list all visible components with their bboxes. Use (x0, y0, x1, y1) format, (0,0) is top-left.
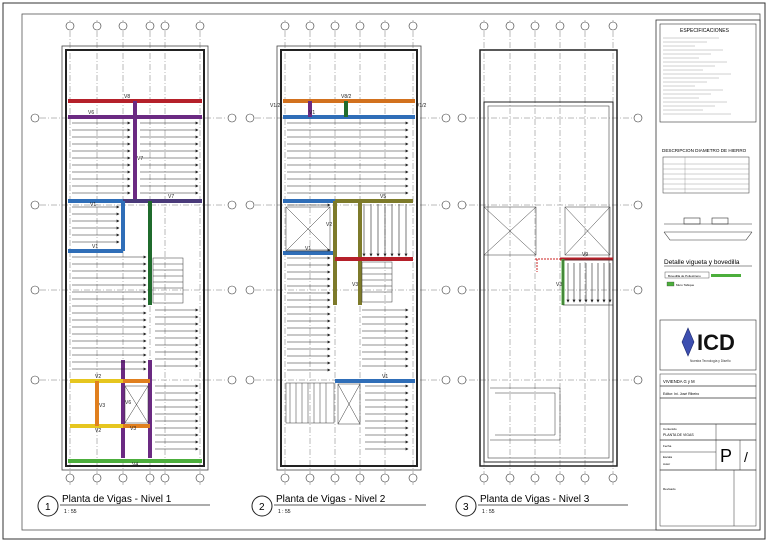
check-label: Revisado (663, 487, 676, 491)
beam-label: V6 (125, 400, 131, 406)
detail-title: Detalle vigueta y bovedilla (664, 259, 740, 266)
legend-swatch-green (711, 274, 741, 277)
beam-label: V7 (168, 194, 174, 200)
logo-tagline: Nuestra Tecnología y Diseño (690, 359, 731, 363)
beam-label: V2 (326, 222, 332, 228)
beam-label: V6 (88, 110, 94, 116)
beam-label: V1 (90, 202, 96, 208)
specs-box (659, 23, 757, 123)
plan-nivel-2: V8/2 V1/2 V1/2 V1 V1 V5 V2 V3 V1 2 Plant… (245, 20, 451, 517)
beam-label: V9 (582, 252, 588, 258)
joist-detail (663, 217, 753, 241)
scale-label: Escala (663, 455, 672, 459)
beam-label: V4 (132, 462, 138, 468)
owner: Editor: Ini. José Ribeiro (663, 392, 699, 396)
project-name: VIVIENDA G y M (663, 379, 695, 384)
drawing-name: PLANTA DE VIGAS (663, 433, 694, 437)
beam-label: V2 (95, 428, 101, 434)
plan-number-bubble (37, 495, 59, 517)
logo-text: ICD (697, 330, 735, 355)
beam-label: V1 (305, 246, 311, 252)
author-label: Autor (663, 462, 670, 466)
legend-label: Muro Tabique (676, 283, 694, 287)
plan-scale: 1 : 55 (278, 509, 291, 515)
plan-scale: 1 : 55 (64, 509, 77, 515)
legend-label: Bovedilla de Poliestireno (668, 274, 701, 278)
beam-dashed (535, 258, 560, 272)
drawing-label: Contenido (663, 427, 677, 431)
beam-label: V3 (99, 403, 105, 409)
sheet-code: P (720, 446, 732, 466)
beam-label: V3 (130, 426, 136, 432)
beam-label: V1 (382, 374, 388, 380)
specs-title: ESPECIFICACIONES (680, 28, 730, 34)
plan-nivel-3: V9 V3 3 Planta de Vigas - Nivel 3 1 : 55 (455, 20, 643, 517)
beam-label: V8/2 (341, 94, 352, 100)
beam-label: V7 (137, 156, 143, 162)
plan-nivel-1: V8 V6 V7 V1 V1 V7 V6 V2 V3 V3 V2 V4 1 Pl… (30, 20, 237, 517)
diam-title: DESCRIPCION DIAMETRO DE HIERRO (662, 148, 747, 153)
title-block-panel: ESPECIFICACIONES DESCRIPCION DIAMETRO DE… (655, 19, 761, 531)
plan-scale: 1 : 55 (482, 509, 495, 515)
plan-number-bubble (251, 495, 273, 517)
beam-label: V3 (556, 282, 562, 288)
plan-number-bubble (455, 495, 477, 517)
beam-label: V5 (380, 194, 386, 200)
sheet-number: / (744, 449, 748, 465)
plan-number: 2 (259, 502, 265, 513)
logo-star-icon (681, 327, 695, 357)
beam-label: V3 (352, 282, 358, 288)
beam-label: V1/2 (270, 103, 281, 109)
date-label: Fecha (663, 444, 672, 448)
beam-label: V1 (309, 110, 315, 116)
beam-label: V8 (124, 94, 130, 100)
plan-title: Planta de Vigas - Nivel 2 (276, 494, 386, 505)
plan-number: 3 (463, 502, 469, 513)
plan-number: 1 (45, 502, 51, 513)
beam-label: V1 (92, 244, 98, 250)
beam-label: V1/2 (416, 103, 427, 109)
legend-swatch-wall (666, 281, 675, 287)
diam-table (662, 156, 750, 194)
plan-title: Planta de Vigas - Nivel 3 (480, 494, 590, 505)
plan-title: Planta de Vigas - Nivel 1 (62, 494, 172, 505)
beam-label: V2 (95, 374, 101, 380)
